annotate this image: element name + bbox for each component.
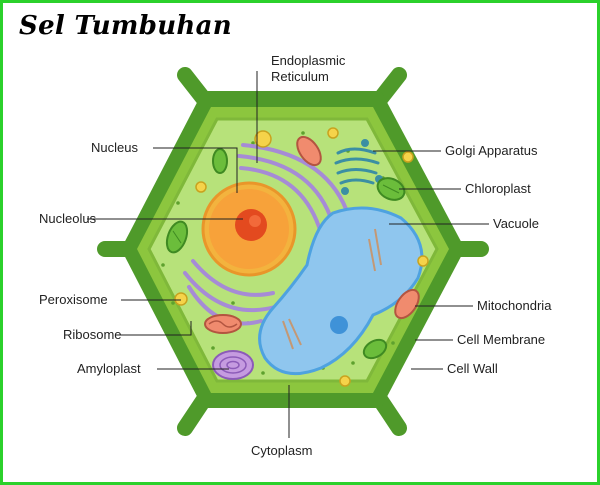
label-chloroplast: Chloroplast xyxy=(465,181,531,196)
label-mitochondria: Mitochondria xyxy=(477,298,552,313)
label-ribosome: Ribosome xyxy=(63,327,122,342)
label-endoplasmic-1: Endoplasmic xyxy=(271,53,346,68)
endoplasmic-reticulum xyxy=(183,143,351,326)
label-vacuole: Vacuole xyxy=(493,216,539,231)
label-golgi: Golgi Apparatus xyxy=(445,143,538,158)
diagram-title: Sel Tumbuhan xyxy=(19,11,232,41)
plant-cell-diagram: Endoplasmic Reticulum Nucleus Nucleolus … xyxy=(39,53,552,458)
label-cell-membrane: Cell Membrane xyxy=(457,332,545,347)
golgi-apparatus xyxy=(334,139,383,195)
label-nucleolus: Nucleolus xyxy=(39,211,97,226)
cell-wall-extensions xyxy=(97,67,489,436)
label-cell-wall: Cell Wall xyxy=(447,361,498,376)
label-nucleus: Nucleus xyxy=(91,140,138,155)
chloroplasts xyxy=(165,148,406,360)
vacuole-crystals xyxy=(282,228,382,350)
label-leaders xyxy=(87,71,489,438)
nucleus xyxy=(201,181,297,277)
peroxisomes xyxy=(174,127,429,387)
label-endoplasmic-2: Reticulum xyxy=(271,69,329,84)
vacuole-nucleus-dot xyxy=(330,316,348,334)
label-amyloplast: Amyloplast xyxy=(77,361,141,376)
label-peroxisome: Peroxisome xyxy=(39,292,108,307)
label-cytoplasm: Cytoplasm xyxy=(251,443,312,458)
vacuole xyxy=(258,206,424,376)
amyloplast xyxy=(212,350,254,380)
mitochondria xyxy=(204,135,420,334)
